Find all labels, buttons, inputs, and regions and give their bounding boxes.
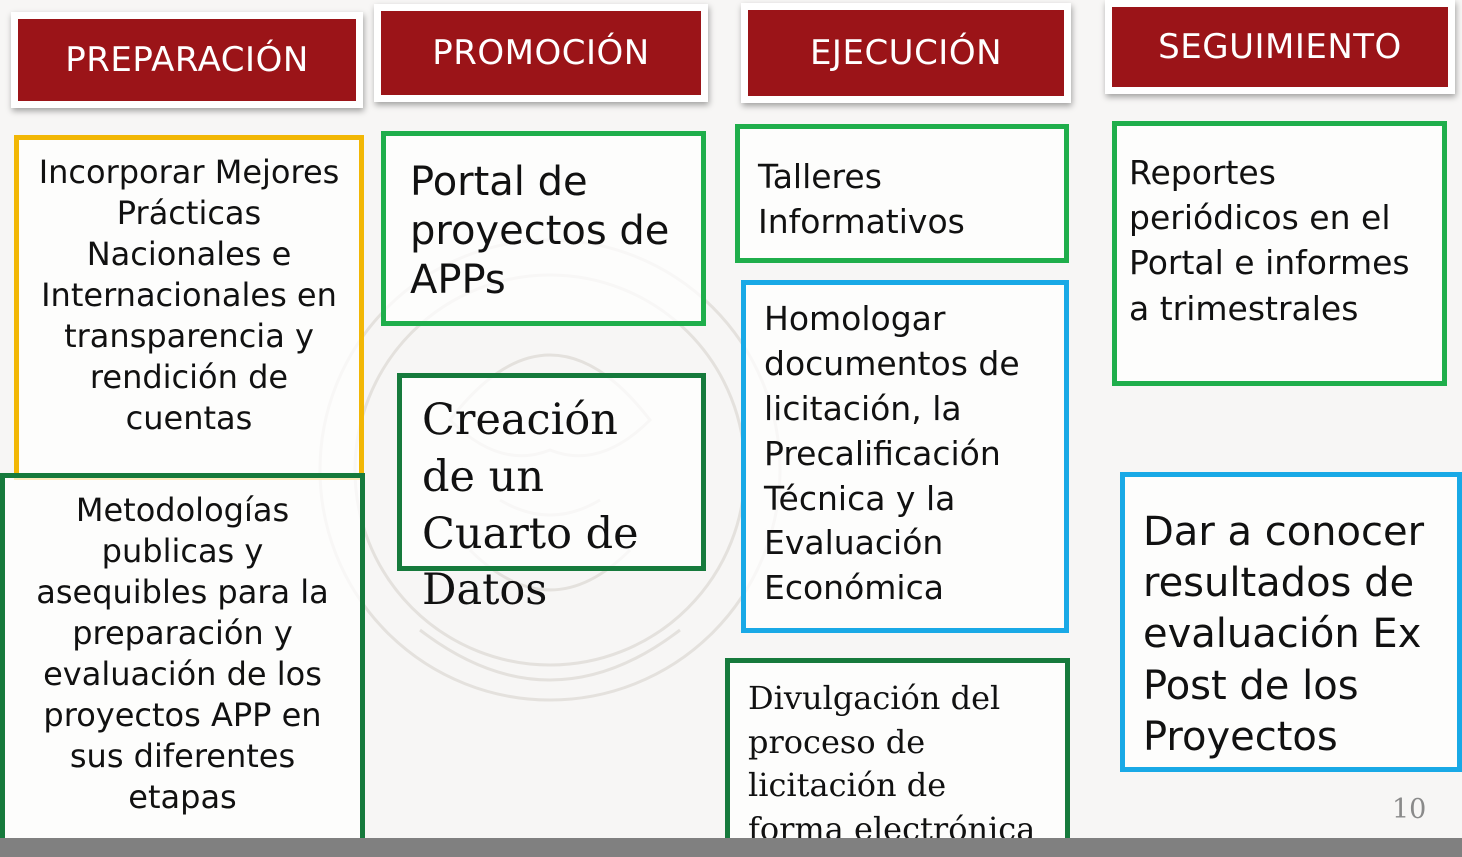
header-ejecucion: EJECUCIÓN [741,3,1071,103]
box-divulgacion-text: Divulgación del proceso de licitación de… [748,679,1036,848]
header-preparacion-label: PREPARACIÓN [65,40,309,80]
box-talleres: Talleres Informativos [735,124,1069,263]
header-seguimiento: SEGUIMIENTO [1105,0,1455,94]
page-number: 10 [1392,794,1427,825]
header-preparacion: PREPARACIÓN [11,12,363,108]
box-metodologias: Metodologías publicas y asequibles para … [0,473,365,857]
box-dar-conocer-text: Dar a conocer resultados de evaluación E… [1143,509,1425,760]
box-cuarto-datos: Creación de un Cuarto de Datos [397,373,706,615]
box-portal-proyectos-text: Portal de proyectos de APPs [410,159,670,303]
box-incorporar-practicas-text: Incorporar Mejores Prácticas Nacionales … [38,153,340,437]
header-seguimiento-label: SEGUIMIENTO [1158,27,1402,67]
box-homologar-text: Homologar documentos de licitación, la P… [764,299,1020,608]
bottom-bar [0,838,1462,857]
box-reportes-text: Reportes periódicos en el Portal e infor… [1129,153,1410,328]
header-promocion: PROMOCIÓN [374,4,708,102]
box-dar-conocer: Dar a conocer resultados de evaluación E… [1120,472,1462,772]
box-reportes: Reportes periódicos en el Portal e infor… [1112,121,1447,386]
box-talleres-text: Talleres Informativos [758,157,965,241]
box-homologar: Homologar documentos de licitación, la P… [741,280,1069,633]
header-promocion-label: PROMOCIÓN [432,33,650,73]
box-metodologias-text: Metodologías publicas y asequibles para … [36,491,329,816]
box-divulgacion: Divulgación del proceso de licitación de… [725,658,1070,857]
box-portal-proyectos: Portal de proyectos de APPs [381,131,706,326]
box-incorporar-practicas: Incorporar Mejores Prácticas Nacionales … [14,135,364,480]
header-ejecucion-label: EJECUCIÓN [809,33,1003,73]
box-cuarto-datos-text: Creación de un Cuarto de Datos [422,395,639,616]
